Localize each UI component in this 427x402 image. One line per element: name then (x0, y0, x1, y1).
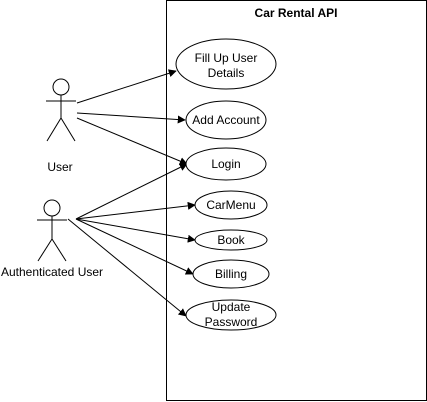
actor-authenticated-user-head (43, 199, 61, 217)
assoc-auth-billing (75, 218, 194, 275)
actor-user-label: User (47, 160, 72, 174)
use-case-update-password-line2: Password (205, 315, 258, 329)
assoc-user-login (76, 117, 188, 165)
use-case-update-password-line1: Update (212, 300, 251, 314)
assoc-auth-carmenu (75, 201, 196, 220)
use-case-carmenu-label: CarMenu (206, 198, 255, 212)
use-case-login: Login (185, 147, 267, 181)
system-title: Car Rental API (255, 6, 338, 20)
assoc-auth-login (75, 163, 188, 220)
actor-user (46, 78, 76, 142)
use-case-login-label: Login (211, 157, 240, 171)
use-case-book: Book (194, 229, 268, 251)
use-case-billing: Billing (192, 259, 270, 289)
use-case-fill-user-details-line2: Details (208, 66, 245, 80)
use-case-carmenu: CarMenu (194, 190, 268, 220)
use-case-fill-user-details-line1: Fill Up User (195, 51, 258, 65)
use-case-update-password: Update Password (185, 299, 277, 331)
actor-user-head (52, 78, 70, 96)
actor-authenticated-user (37, 199, 67, 262)
assoc-user-fill-details (76, 69, 177, 104)
use-case-add-account-label: Add Account (192, 113, 260, 127)
associations-auth-user (67, 163, 196, 317)
assoc-user-add-account (76, 112, 186, 124)
use-case-fill-user-details: Fill Up User Details (175, 38, 277, 90)
assoc-auth-book (75, 218, 196, 243)
actor-authenticated-user-label: Authenticated User (1, 265, 103, 279)
use-case-book-label: Book (217, 233, 245, 247)
use-case-billing-label: Billing (215, 267, 247, 281)
use-case-add-account: Add Account (185, 100, 267, 140)
associations-user (76, 69, 188, 165)
assoc-auth-update-password (67, 218, 187, 317)
